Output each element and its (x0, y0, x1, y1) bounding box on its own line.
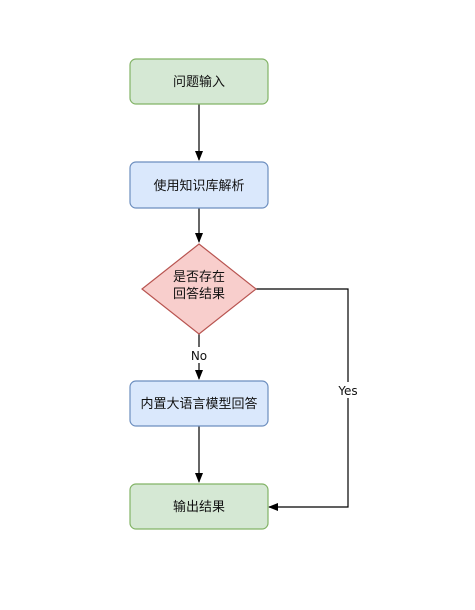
node-input (129, 58, 269, 105)
yes-label-bg (334, 382, 362, 398)
node-decision-label-line-1: 是否存在 (173, 270, 225, 285)
node-decision (141, 243, 257, 335)
edge-label-no: No (191, 349, 207, 363)
node-output-label: 输出结果 (173, 499, 225, 515)
no-label-bg (186, 347, 212, 363)
node-input-label: 问题输入 (173, 74, 225, 90)
node-parse (129, 161, 269, 209)
edge-label-yes: Yes (337, 384, 357, 398)
node-parse-label: 使用知识库解析 (153, 178, 244, 194)
node-llm-label: 内置大语言模型回答 (140, 396, 257, 412)
node-decision-label-line-2: 回答结果 (173, 286, 225, 302)
node-llm (129, 380, 269, 427)
node-output (129, 483, 269, 530)
